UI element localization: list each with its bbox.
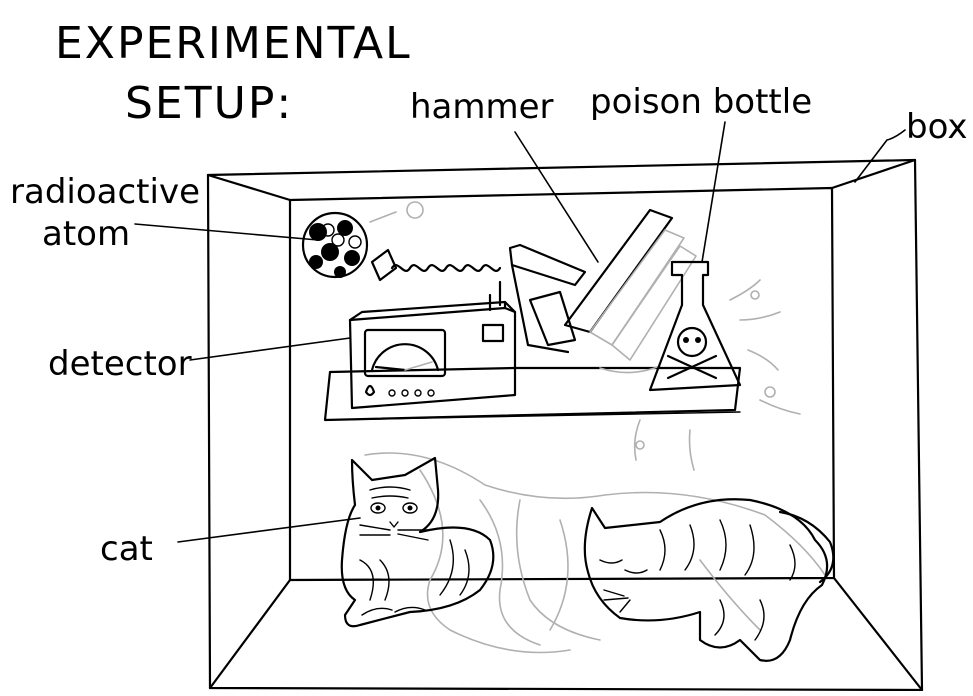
box-edge-tl bbox=[208, 175, 290, 200]
box-edge-tr bbox=[832, 160, 915, 188]
dial-arc bbox=[372, 344, 438, 370]
blanket bbox=[365, 453, 825, 653]
label-detector: detector bbox=[48, 344, 192, 384]
detector-button-4 bbox=[428, 390, 434, 396]
title-line-1: EXPERIMENTAL bbox=[55, 18, 412, 69]
flask-outline bbox=[650, 262, 740, 390]
label-poison-bottle: poison bottle bbox=[590, 82, 812, 122]
geiger-tube bbox=[372, 250, 500, 310]
radioactive-atom bbox=[303, 202, 423, 278]
label-box: box bbox=[906, 107, 967, 147]
hammer-mechanism bbox=[510, 210, 696, 373]
leader-detector bbox=[190, 338, 350, 360]
hammer-head bbox=[530, 292, 575, 345]
leader-box bbox=[855, 130, 905, 182]
skull bbox=[678, 328, 706, 356]
box-edge-br bbox=[834, 578, 922, 690]
detector-button-1 bbox=[389, 390, 395, 396]
detector-button-3 bbox=[415, 390, 421, 396]
leader-poison-bottle bbox=[702, 122, 725, 262]
emitted-particle bbox=[407, 202, 423, 218]
label-radioactive-line-2: atom bbox=[42, 214, 130, 254]
poison-bottle bbox=[635, 262, 800, 470]
coil-spring bbox=[392, 265, 500, 271]
cat-dead-eyes bbox=[600, 560, 647, 573]
tube-tip bbox=[372, 250, 396, 280]
leader-lines bbox=[135, 122, 905, 542]
hammer-clamp bbox=[510, 245, 585, 285]
title-line-2: SETUP: bbox=[125, 78, 293, 129]
label-cat: cat bbox=[100, 529, 153, 569]
box-edge-bl bbox=[210, 580, 290, 688]
leader-hammer bbox=[515, 132, 598, 262]
leader-cat bbox=[178, 518, 360, 542]
dial-needle bbox=[376, 367, 405, 370]
label-radioactive-line-1: radioactive bbox=[10, 172, 200, 212]
cat-dead bbox=[585, 499, 834, 661]
cat-alive bbox=[342, 458, 494, 626]
detector-knob bbox=[366, 386, 374, 395]
cat-alive-outline bbox=[342, 458, 494, 626]
detector-switch bbox=[483, 325, 503, 341]
shelf-edge bbox=[325, 412, 740, 420]
detector-button-2 bbox=[402, 390, 408, 396]
box-inner-back bbox=[290, 188, 834, 580]
label-hammer: hammer bbox=[410, 87, 554, 127]
detector bbox=[350, 302, 515, 408]
